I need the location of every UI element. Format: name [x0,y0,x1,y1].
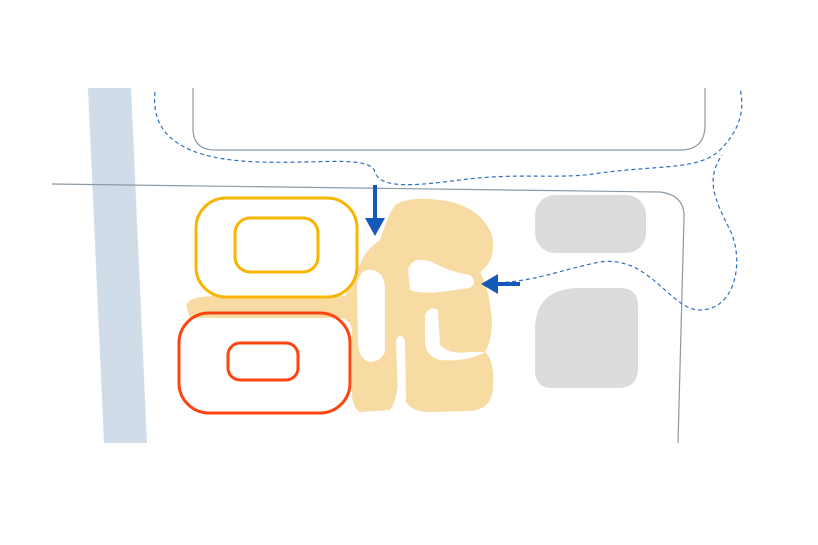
yellow-zone [194,196,359,299]
neighbor-buildings [535,195,646,388]
red-zone [177,311,352,415]
road-outline [192,88,706,151]
footpath [154,87,743,311]
building-footprint [186,198,494,412]
neighbor-building-south [535,288,638,388]
site-boundary [51,183,685,444]
arrow-left-icon [481,274,520,294]
river [88,88,147,443]
neighbor-building-north [535,195,646,253]
arrow-down-icon [365,185,385,236]
entrance-arrows [365,185,520,294]
footprint-courtyards [357,259,485,400]
